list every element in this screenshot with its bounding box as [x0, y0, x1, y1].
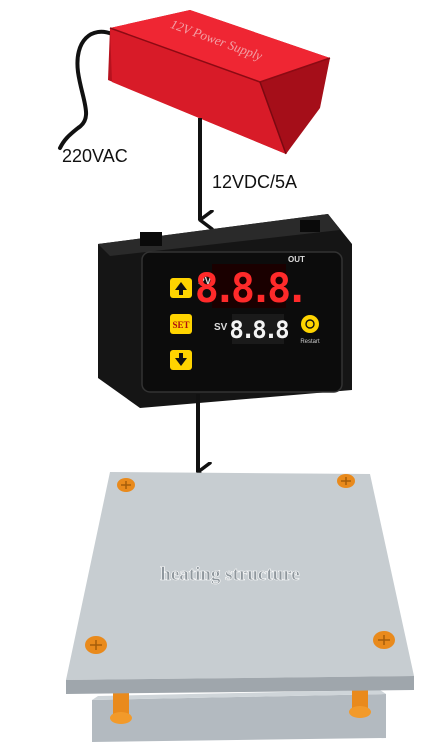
heater-label: heating structure — [160, 564, 300, 585]
screw-top-right — [337, 474, 355, 488]
ac-power-cable — [58, 29, 114, 150]
heating-structure: heating structure — [66, 472, 414, 742]
temperature-controller: SET PV 8.8.8. SV 8.8.8 OUT Restart — [98, 214, 352, 408]
pv-label: PV — [198, 276, 212, 287]
set-button-label: SET — [172, 320, 189, 330]
pv-readout: 8.8.8. — [195, 266, 304, 312]
screw-top-left — [117, 478, 135, 492]
set-button[interactable] — [170, 314, 192, 334]
reset-label: Restart — [300, 339, 320, 345]
sv-label: SV — [214, 322, 228, 333]
screw-bottom-left — [85, 636, 107, 654]
pv-display — [212, 264, 286, 308]
output-voltage-label: 12VDC/5A — [212, 172, 298, 192]
sv-readout: 8.8.8 — [229, 316, 288, 344]
reset-icon — [305, 319, 315, 329]
input-voltage-label: 220VAC — [62, 146, 128, 166]
reset-button[interactable] — [301, 315, 319, 333]
up-arrow-icon — [175, 282, 187, 295]
sv-display — [232, 314, 284, 344]
screw-bottom-right — [373, 631, 395, 649]
out-label: OUT — [288, 255, 305, 264]
down-arrow-icon — [175, 353, 187, 366]
power-supply: 12V Power Supply — [108, 10, 331, 155]
